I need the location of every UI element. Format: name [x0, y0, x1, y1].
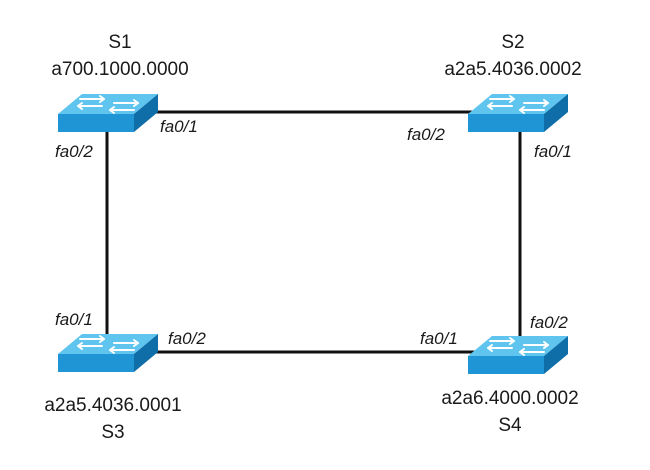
s2-port-down-label: fa0/1: [534, 142, 572, 161]
s2-port-left-label: fa0/2: [407, 125, 445, 144]
s2-name-label: S2: [501, 32, 525, 53]
s1-port-down-label: fa0/2: [55, 142, 93, 161]
s4-port-up-label: fa0/2: [530, 313, 568, 332]
s3-port-right-label: fa0/2: [168, 329, 206, 348]
s3-name-label: S3: [101, 422, 125, 443]
switch-s2-icon[interactable]: [467, 93, 569, 133]
s4-name-label: S4: [498, 415, 522, 436]
switch-s1-icon[interactable]: [57, 93, 159, 133]
s3-mac-label: a2a5.4036.0001: [44, 395, 182, 416]
links: [105, 110, 522, 354]
s1-port-right-label: fa0/1: [160, 117, 198, 136]
s1-mac-label: a700.1000.0000: [51, 59, 189, 80]
s4-mac-label: a2a6.4000.0002: [441, 388, 579, 409]
s2-mac-label: a2a5.4036.0002: [444, 59, 582, 80]
s4-port-left-label: fa0/1: [420, 329, 458, 348]
s3-port-up-label: fa0/1: [55, 310, 93, 329]
switch-s3-icon[interactable]: [57, 333, 159, 373]
s1-name-label: S1: [108, 32, 132, 53]
switch-s4-icon[interactable]: [467, 335, 569, 375]
